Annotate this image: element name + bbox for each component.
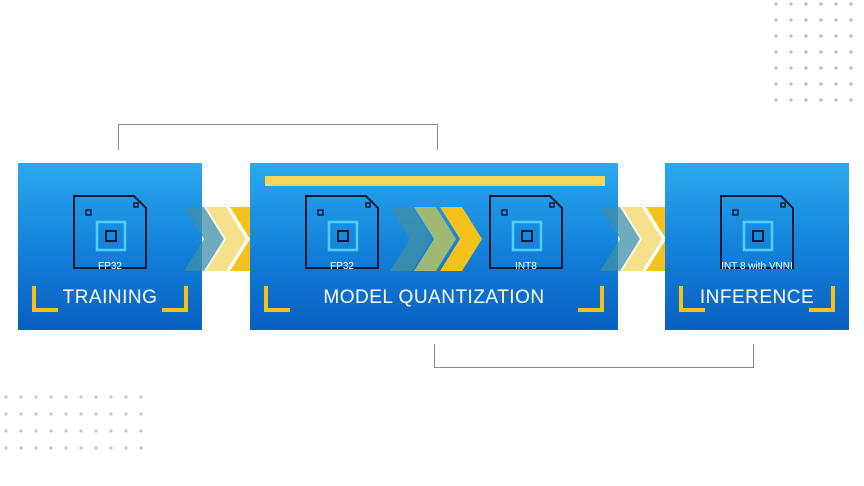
connector-bottom bbox=[434, 344, 754, 368]
corner-bracket-right bbox=[809, 286, 835, 312]
corner-bracket-right bbox=[162, 286, 188, 312]
chip-icon bbox=[720, 195, 794, 269]
chevron-arrow-2 bbox=[390, 207, 482, 271]
corner-bracket-right bbox=[578, 286, 604, 312]
stage-title: INFERENCE bbox=[699, 287, 815, 308]
corner-bracket-left bbox=[32, 286, 58, 312]
chip-icon bbox=[489, 195, 563, 269]
stage-title: TRAINING bbox=[62, 287, 158, 308]
connector-top bbox=[118, 124, 438, 150]
stage-training: FP32 TRAINING bbox=[18, 163, 202, 330]
chip-caption: INT8 bbox=[515, 261, 537, 272]
chip-caption: FP32 bbox=[98, 261, 122, 272]
chip-caption: INT 8 with VNNI bbox=[721, 261, 793, 272]
chip-caption: FP32 bbox=[330, 261, 354, 272]
chip-icon bbox=[305, 195, 379, 269]
stage-title: MODEL QUANTIZATION bbox=[323, 287, 545, 308]
corner-bracket-left bbox=[679, 286, 705, 312]
dot-grid-top-right bbox=[774, 2, 853, 102]
progress-bar bbox=[265, 176, 605, 186]
stage-model-quantization: FP32 INT8 MODEL QUANTIZATION bbox=[250, 163, 618, 330]
stage-inference: INT 8 with VNNI INFERENCE bbox=[665, 163, 849, 330]
dot-grid-bottom-left bbox=[4, 395, 143, 450]
corner-bracket-left bbox=[264, 286, 290, 312]
chip-icon bbox=[73, 195, 147, 269]
